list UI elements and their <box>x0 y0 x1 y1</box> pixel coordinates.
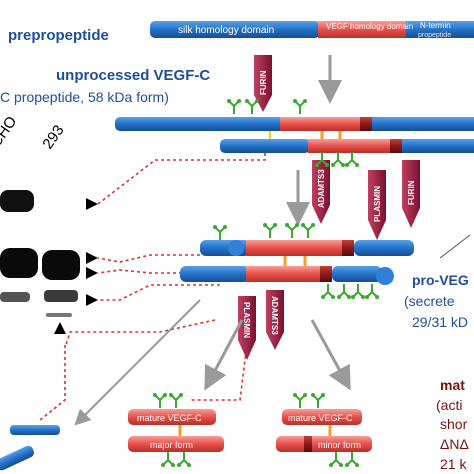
furin-label-2: FURIN <box>407 180 416 205</box>
furin-label-1: FURIN <box>259 70 268 95</box>
nterm-label: N-termin <box>420 21 451 30</box>
mature-title: mat <box>440 377 465 393</box>
process-arrow-3 <box>204 319 244 391</box>
blot-arrow-29kda-lower <box>86 294 98 306</box>
vegf-domain-label: VEGF homology domain <box>326 22 413 31</box>
glycan-icon <box>345 452 359 467</box>
furin-enzyme-1: FURIN <box>254 55 272 112</box>
blot-band-21kda-293 <box>46 313 72 317</box>
glycan-icon <box>213 225 227 240</box>
blot-connectors <box>39 147 266 421</box>
pro-vegf-pointer <box>439 234 471 259</box>
pro-vegf-sub1: (secrete <box>404 293 455 309</box>
glycan-icon <box>331 152 345 167</box>
unprocessed-dimer <box>115 117 474 153</box>
glycan-icon <box>161 452 175 467</box>
glycan-icon <box>345 152 359 167</box>
mature-major-form: mature VEGF-C major form <box>128 409 224 452</box>
plasmin-enzyme-1: PLASMIN <box>368 170 386 240</box>
process-arrow-5 <box>74 299 201 426</box>
glycan-icon <box>315 152 329 167</box>
unprocessed-title: unprocessed VEGF-C <box>56 67 210 84</box>
glycan-icon <box>177 452 191 467</box>
glycan-icon <box>293 99 307 114</box>
glycan-icon <box>245 99 259 114</box>
western-blot: CHO 293 <box>0 113 98 334</box>
glycan-icon <box>351 284 365 299</box>
adamts3-enzyme-1: ADAMTS3 <box>312 160 330 224</box>
glycan-icon <box>153 393 167 408</box>
pro-vegf-title: pro-VEG <box>412 272 469 288</box>
mature-sub4: 21 k <box>440 456 467 472</box>
glycan-icon <box>329 452 343 467</box>
blot-band-29kda-cho <box>0 292 30 302</box>
glycan-icon <box>365 284 379 299</box>
pro-vegf-sub2: 29/31 kD <box>412 314 468 330</box>
pro-vegf-c-dimer <box>180 240 414 285</box>
silk-domain-label: silk homology domain <box>178 25 274 36</box>
blot-band-29kda-293 <box>44 290 78 302</box>
blot-band-31kda-cho <box>0 248 38 278</box>
process-arrow-4 <box>310 319 351 391</box>
adamts3-label-1: ADAMTS3 <box>317 169 326 208</box>
nterm-segment <box>406 21 474 38</box>
mature-sub2: shor <box>440 416 468 432</box>
mature-sub1: (acti <box>436 397 462 413</box>
mature-right-label: mature VEGF-C <box>288 413 353 423</box>
prepropeptide-title: prepropeptide <box>8 27 109 44</box>
lane-label-cho: CHO <box>0 113 20 150</box>
plasmin-label-2: PLASMIN <box>242 302 251 338</box>
glycan-icon <box>321 284 335 299</box>
mature-left-label: mature VEGF-C <box>137 413 202 423</box>
vegf-domain-segment <box>318 21 406 38</box>
blot-arrow-31kda <box>86 252 98 264</box>
minor-form-label: minor form <box>318 440 361 450</box>
glycan-icon <box>311 393 325 408</box>
prepropeptide-bar: silk homology domain VEGF homology domai… <box>150 21 474 39</box>
major-form-label: major form <box>150 440 193 450</box>
blot-band-58kda <box>0 190 34 212</box>
blot-band-31kda-293 <box>42 250 80 280</box>
lane-label-293: 293 <box>39 122 67 152</box>
unprocessed-subtitle: C propeptide, 58 kDa form) <box>0 89 169 105</box>
adamts3-label-2: ADAMTS3 <box>270 296 279 335</box>
glycosylation-markers <box>153 99 379 467</box>
glycan-icon <box>169 393 183 408</box>
plasmin-enzyme-2: PLASMIN <box>238 296 256 360</box>
mature-minor-form: mature VEGF-C minor form <box>276 409 372 452</box>
glycan-icon <box>293 393 307 408</box>
plasmin-label-1: PLASMIN <box>373 186 382 222</box>
blot-arrow-29kda <box>86 267 98 279</box>
furin-enzyme-2: FURIN <box>402 160 420 228</box>
glycan-icon <box>337 284 351 299</box>
glycan-icon <box>263 223 277 238</box>
propeptide-fragment <box>0 425 60 471</box>
glycan-icon <box>227 99 241 114</box>
nterm-label-2: propeptide <box>418 32 451 39</box>
blot-arrow-21kda <box>54 322 66 334</box>
blot-arrow-58kda <box>86 198 98 210</box>
mature-sub3: ΔNΔ <box>440 436 469 452</box>
glycan-icon <box>285 223 299 238</box>
glycan-icon <box>301 223 315 238</box>
adamts3-enzyme-2: ADAMTS3 <box>266 290 284 350</box>
silk-domain-segment <box>150 21 320 38</box>
